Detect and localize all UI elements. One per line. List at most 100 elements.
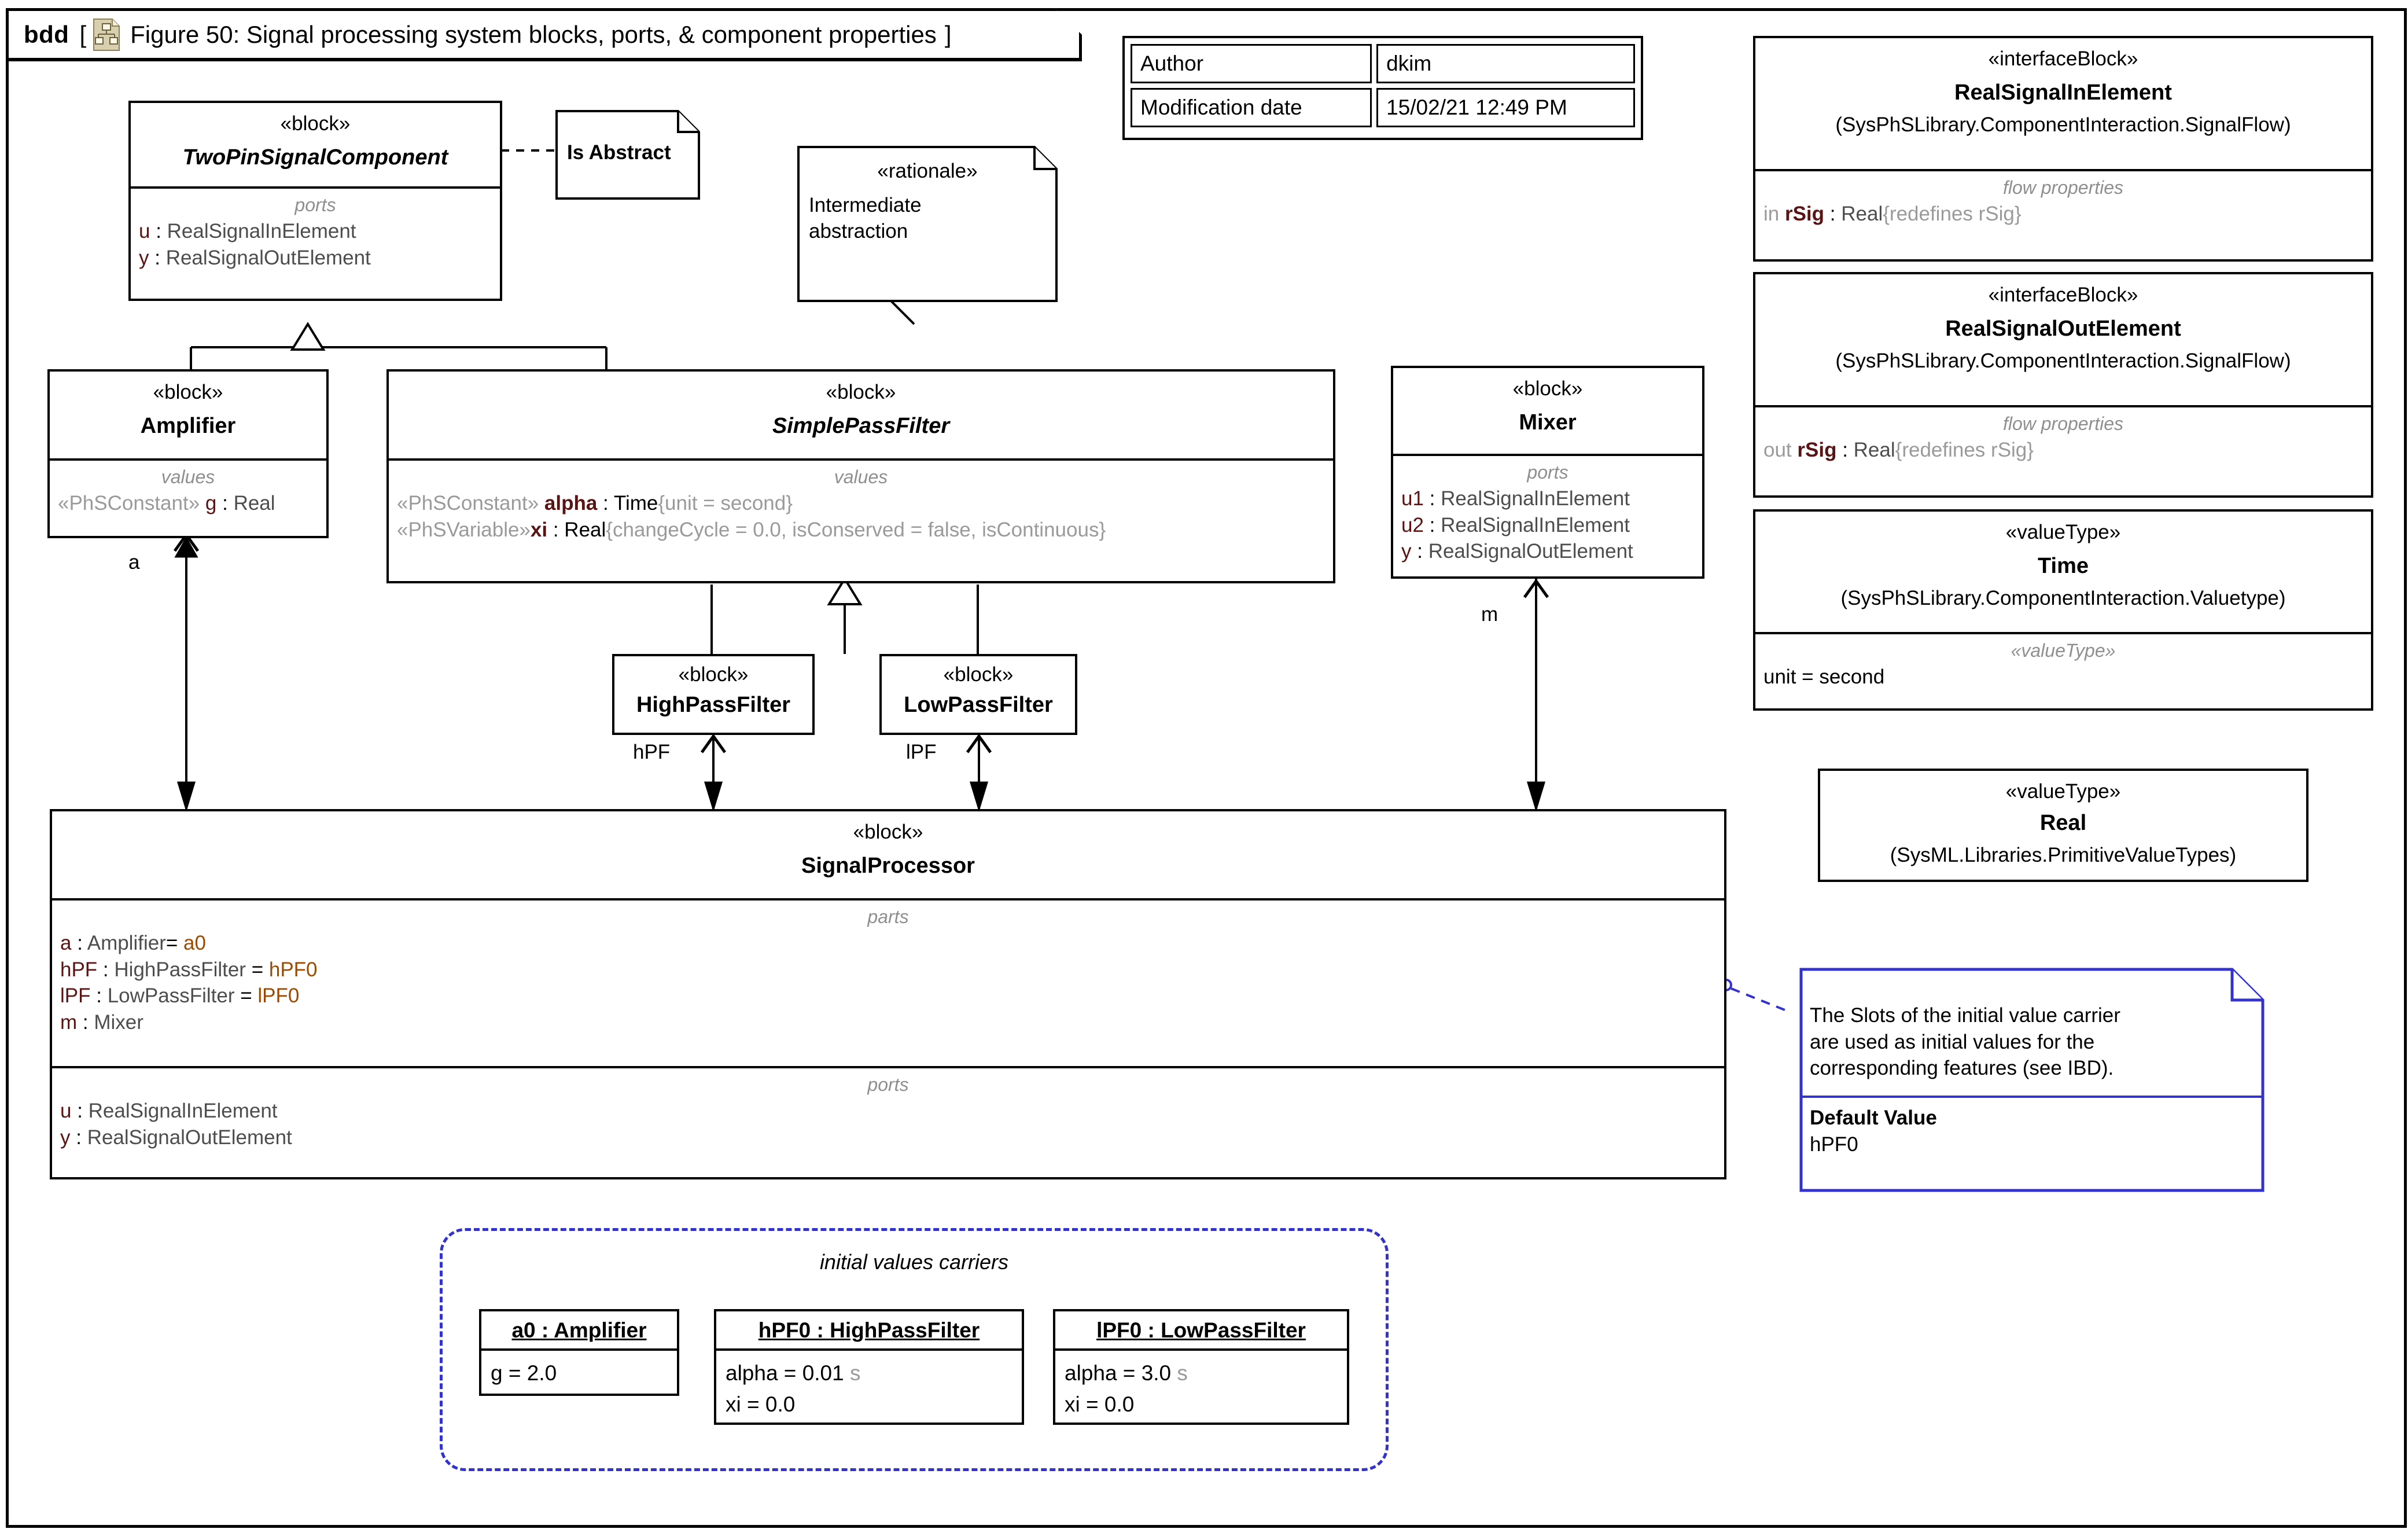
note-text: The Slots of the initial value carrier a… — [1799, 968, 2265, 1090]
block-name: SimplePassFilter — [772, 413, 950, 438]
stereotype-label: «valueType» — [2005, 780, 2121, 803]
association-label-hpf: hPF — [633, 741, 671, 763]
block-two-pin-signal-component[interactable]: «block» TwoPinSignalComponent ports u : … — [128, 101, 502, 301]
metadata-table: Author dkim Modification date 15/02/21 1… — [1122, 36, 1643, 140]
values-compartment: values «PhSConstant» alpha : Time{unit =… — [389, 458, 1333, 583]
instance-slots: g = 2.0 — [481, 1348, 677, 1396]
flow-properties-compartment: flow properties in rSig : Real{redefines… — [1755, 169, 2371, 262]
instance-header: hPF0 : HighPassFilter — [758, 1318, 980, 1342]
association-label-a: a — [128, 551, 140, 574]
note-line-3: corresponding features (see IBD). — [1810, 1057, 2114, 1079]
flow-property-item: in rSig : Real{redefines rSig} — [1763, 203, 2022, 225]
instance-slots: alpha = 0.01 s xi = 0.0 — [716, 1348, 1022, 1427]
block-header: «block» SignalProcessor — [52, 811, 1724, 898]
value-item: «PhSConstant» g : Real — [58, 492, 275, 514]
slot-item: xi = 0.0 — [726, 1392, 796, 1416]
block-high-pass-filter[interactable]: «block» HighPassFilter — [612, 654, 815, 735]
note-line-1: The Slots of the initial value carrier — [1810, 1004, 2120, 1027]
bracket-close: ] — [944, 20, 952, 48]
value-item: unit = second — [1763, 666, 1885, 688]
qualified-name: (SysPhSLibrary.ComponentInteraction.Valu… — [1840, 587, 2286, 610]
qualified-name: (SysML.Libraries.PrimitiveValueTypes) — [1890, 844, 2237, 867]
note-is-abstract: Is Abstract — [555, 110, 700, 200]
slot-item: xi = 0.0 — [1065, 1392, 1135, 1416]
bracket-open: [ — [79, 20, 87, 48]
note-text: «rationale» Intermediate abstraction — [797, 146, 1058, 255]
instance-slots: alpha = 3.0 s xi = 0.0 — [1055, 1348, 1347, 1427]
block-name: RealSignalOutElement — [1945, 316, 2181, 341]
part-item: hPF : HighPassFilter = hPF0 — [60, 958, 318, 981]
compartment-label: parts — [867, 906, 909, 927]
block-header: «valueType» Real (SysML.Libraries.Primit… — [1820, 771, 2306, 882]
value-type-real[interactable]: «valueType» Real (SysML.Libraries.Primit… — [1818, 769, 2308, 882]
initial-values-carriers-group — [440, 1228, 1389, 1471]
block-name: LowPassFilter — [904, 692, 1053, 717]
block-name: SignalProcessor — [801, 853, 975, 878]
instance-header: a0 : Amplifier — [511, 1318, 647, 1342]
block-header: «block» TwoPinSignalComponent — [131, 103, 500, 186]
block-header: «block» Amplifier — [50, 372, 326, 458]
stereotype-label: «interfaceBlock» — [1988, 47, 2138, 70]
note-line-2: are used as initial values for the — [1810, 1030, 2095, 1053]
port-item: u : RealSignalInElement — [60, 1100, 278, 1122]
rationale-stereotype: «rationale» — [877, 160, 978, 182]
bdd-diagram-icon — [93, 19, 120, 51]
port-item: y : RealSignalOutElement — [1401, 540, 1633, 563]
part-item: m : Mixer — [60, 1010, 143, 1034]
association-label-lpf: lPF — [906, 741, 937, 763]
port-item: u2 : RealSignalInElement — [1401, 513, 1630, 536]
value-item: «PhSConstant» alpha : Time{unit = second… — [397, 492, 793, 514]
port-item: y : RealSignalOutElement — [139, 246, 371, 269]
ports-compartment: ports u : RealSignalInElement y : RealSi… — [52, 1066, 1724, 1179]
block-simple-pass-filter[interactable]: «block» SimplePassFilter values «PhSCons… — [386, 369, 1335, 583]
default-value-label: Default Value — [1810, 1106, 1937, 1129]
flow-property-item: out rSig : Real{redefines rSig} — [1763, 439, 2034, 461]
stereotype-label: «valueType» — [2005, 521, 2121, 543]
block-amplifier[interactable]: «block» Amplifier values «PhSConstant» g… — [47, 369, 329, 538]
instance-lpf0-lowpassfilter[interactable]: lPF0 : LowPassFilter alpha = 3.0 s xi = … — [1053, 1309, 1349, 1425]
block-low-pass-filter[interactable]: «block» LowPassFilter — [879, 654, 1077, 735]
compartment-label: ports — [1527, 462, 1568, 483]
modification-date-label: Modification date — [1131, 88, 1372, 127]
block-name: HighPassFilter — [636, 692, 791, 717]
values-compartment: values «PhSConstant» g : Real — [50, 458, 326, 538]
stereotype-label: «block» — [1512, 377, 1583, 400]
default-value-section: Default Value hPF0 — [1799, 1098, 2265, 1168]
value-item: «PhSVariable»xi : Real{changeCycle = 0.0… — [397, 518, 1106, 541]
table-row: Modification date 15/02/21 12:49 PM — [1131, 88, 1635, 127]
ports-compartment: ports u1 : RealSignalInElement u2 : Real… — [1393, 454, 1702, 579]
stereotype-label: «interfaceBlock» — [1988, 284, 2138, 306]
value-type-time[interactable]: «valueType» Time (SysPhSLibrary.Componen… — [1753, 509, 2373, 711]
part-item: a : Amplifier= a0 — [60, 932, 206, 954]
block-header: «interfaceBlock» RealSignalInElement (Sy… — [1755, 38, 2371, 169]
port-item: u1 : RealSignalInElement — [1401, 487, 1630, 510]
stereotype-label: «block» — [153, 381, 223, 403]
interface-block-real-signal-in-element[interactable]: «interfaceBlock» RealSignalInElement (Sy… — [1753, 36, 2373, 262]
block-signal-processor[interactable]: «block» SignalProcessor parts a : Amplif… — [50, 809, 1726, 1179]
stereotype-label: «block» — [943, 663, 1014, 686]
block-header: «block» HighPassFilter — [614, 656, 812, 735]
interface-block-real-signal-out-element[interactable]: «interfaceBlock» RealSignalOutElement (S… — [1753, 272, 2373, 498]
initial-values-carriers-title: initial values carriers — [819, 1250, 1009, 1274]
flow-properties-compartment: flow properties out rSig : Real{redefine… — [1755, 405, 2371, 498]
note-initial-value-slots: The Slots of the initial value carrier a… — [1799, 968, 2265, 1192]
port-item: u : RealSignalInElement — [139, 220, 356, 242]
compartment-label: values — [834, 466, 888, 487]
port-item: y : RealSignalOutElement — [60, 1126, 292, 1149]
table-row: Author dkim — [1131, 44, 1635, 83]
block-mixer[interactable]: «block» Mixer ports u1 : RealSignalInEle… — [1391, 366, 1704, 579]
instance-a0-amplifier[interactable]: a0 : Amplifier g = 2.0 — [479, 1309, 679, 1396]
block-name: TwoPinSignalComponent — [182, 145, 448, 170]
author-value: dkim — [1376, 44, 1635, 83]
instance-hpf0-highpassfilter[interactable]: hPF0 : HighPassFilter alpha = 0.01 s xi … — [714, 1309, 1024, 1425]
block-name: Amplifier — [140, 413, 236, 438]
instance-header: lPF0 : LowPassFilter — [1096, 1318, 1306, 1342]
stereotype-label: «block» — [853, 821, 923, 843]
block-header: «valueType» Time (SysPhSLibrary.Componen… — [1755, 512, 2371, 632]
block-header: «block» Mixer — [1393, 368, 1702, 454]
compartment-label: ports — [867, 1074, 909, 1095]
compartment-label: values — [161, 466, 215, 487]
association-label-m: m — [1481, 603, 1498, 626]
slot-item: g = 2.0 — [491, 1361, 557, 1385]
